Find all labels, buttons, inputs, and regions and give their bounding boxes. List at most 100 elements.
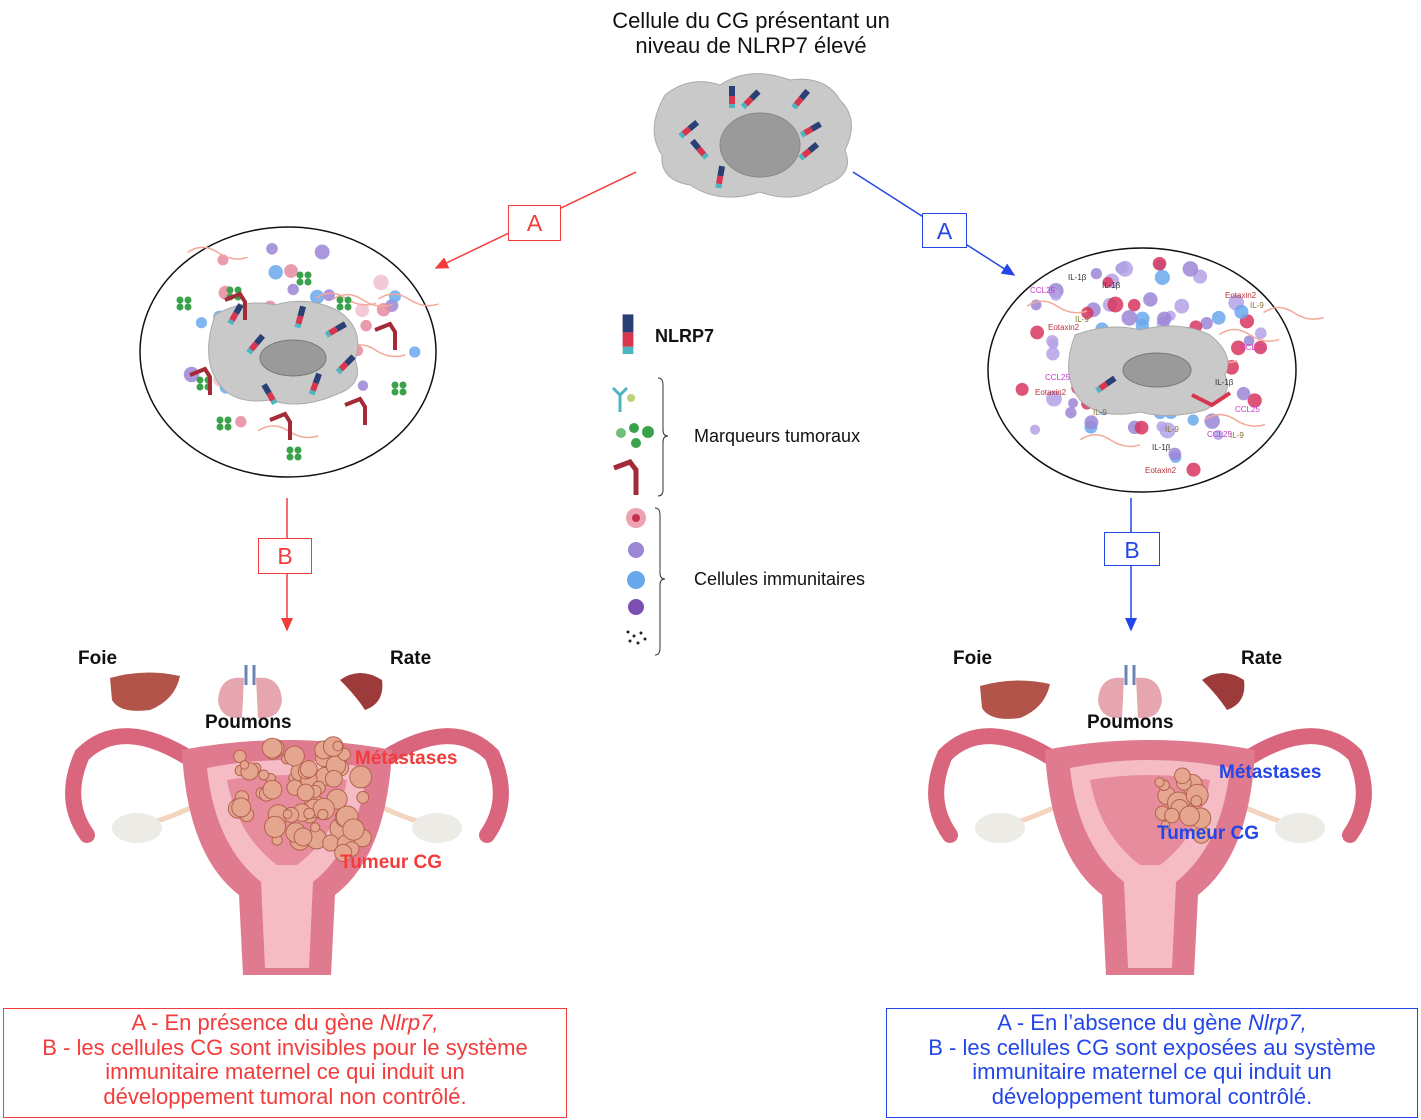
figure-title: Cellule du CG présentant un niveau de NL…	[551, 8, 951, 58]
title-line-2: niveau de NLRP7 élevé	[635, 33, 867, 58]
green-marker	[224, 423, 232, 431]
cytokine-label: CCL25	[1030, 286, 1055, 295]
immune-cell	[1081, 306, 1094, 320]
tumor-cell	[231, 797, 252, 818]
immune-cell	[1168, 447, 1182, 461]
green-marker	[296, 278, 304, 286]
green-marker	[196, 376, 204, 384]
immune-cell	[1187, 414, 1199, 426]
legend-immune-cells-label: Cellules immunitaires	[694, 569, 866, 589]
green-marker	[294, 446, 302, 454]
tumor-cell	[293, 827, 313, 847]
immune-cell	[1236, 386, 1251, 401]
green-marker	[216, 416, 224, 424]
immune-cell	[357, 380, 369, 391]
immune-cell	[1230, 340, 1246, 356]
immune-cell	[1127, 298, 1141, 312]
immune-cell	[1030, 424, 1041, 435]
immune-cell	[1156, 421, 1168, 432]
immune-cell	[360, 319, 372, 332]
immune-cell	[1254, 327, 1267, 340]
immune-cell	[1143, 292, 1158, 307]
legend-nlrp7-label: NLRP7	[655, 326, 715, 346]
immune-cell	[1234, 304, 1249, 319]
green-marker	[176, 303, 184, 311]
title-line-1: Cellule du CG présentant un	[612, 8, 890, 33]
right-caption-line-2: B - les cellules CG sont exposées au sys…	[928, 1034, 1376, 1060]
immune-cell	[1186, 462, 1201, 477]
immune-cell	[1015, 382, 1029, 396]
tumor-cell	[296, 783, 315, 802]
cytokine-label: CCL25	[1235, 405, 1260, 414]
green-marker	[196, 383, 204, 391]
green-marker	[304, 278, 312, 286]
immune-cell	[355, 303, 370, 318]
green-marker	[336, 296, 344, 304]
cytokine-label: IL-1β	[1102, 281, 1121, 290]
immune-cell	[1243, 335, 1255, 347]
immune-cells-brace	[654, 507, 666, 656]
immune-cell	[1121, 310, 1138, 326]
stroma-fiber	[1079, 434, 1141, 448]
tumor-cell	[263, 815, 287, 838]
stroma-fiber	[187, 246, 248, 260]
immune-cell	[1084, 415, 1099, 430]
lungs-illustration	[216, 663, 284, 720]
green-marker	[336, 303, 344, 311]
tumor-cell	[317, 808, 329, 821]
nlrp7-legend-icon	[622, 314, 634, 354]
cytokine-label: CCL25	[1207, 430, 1232, 439]
green-marker	[286, 446, 294, 454]
immune-cell	[1154, 269, 1170, 285]
tumor-cell	[258, 769, 270, 781]
immune-cell	[1135, 311, 1150, 326]
tumor-cell	[282, 809, 293, 819]
left-step-a-box: A	[508, 205, 561, 241]
right-caption-line-3: immunitaire maternel ce qui induit un	[972, 1059, 1332, 1084]
tumor-cell	[342, 818, 365, 841]
right-liver-label: Foie	[953, 648, 993, 669]
tumor-cell	[1154, 777, 1165, 788]
receptor-marker	[269, 411, 292, 440]
cytokine-label: IL-1β	[1068, 273, 1087, 282]
immune-cell	[1152, 256, 1167, 271]
right-lungs-label: Poumons	[1087, 712, 1174, 733]
cytokine-label: CCL25	[1240, 343, 1265, 352]
left-step-b-box: B	[258, 538, 312, 574]
liver-illustration	[980, 680, 1050, 719]
immune-cell	[1247, 393, 1262, 408]
left-caption-line-3: immunitaire maternel ce qui induit un	[105, 1059, 465, 1084]
immune-cell	[284, 264, 298, 278]
green-marker	[399, 381, 407, 389]
left-tumor-label: Tumeur CG	[340, 852, 443, 873]
immune-cell	[1046, 347, 1060, 361]
tumor-cell	[284, 745, 305, 767]
immune-cell	[409, 346, 421, 358]
immune-cell-2-icon	[628, 542, 644, 558]
right-organs	[936, 663, 1364, 975]
left-lungs-label: Poumons	[205, 712, 292, 733]
cytokine-dots-icon	[626, 630, 647, 645]
top-gc-cell	[653, 73, 852, 198]
right-caption: A - En l’absence du gène Nlrp7, B - les …	[886, 1008, 1418, 1118]
legend-tumor-markers-label: Marqueurs tumoraux	[694, 426, 861, 446]
green-marker	[184, 296, 192, 304]
immune-cell	[266, 242, 278, 255]
immune-cell	[1213, 429, 1224, 441]
receptor-marker	[189, 366, 212, 395]
tumor-cell	[1174, 767, 1191, 785]
tumor-cluster	[227, 736, 373, 862]
tumor-cell	[233, 749, 247, 764]
tumor-cell	[261, 737, 283, 759]
green-marker	[344, 296, 352, 304]
spleen-illustration	[340, 673, 383, 710]
cytokine-label: Eotaxin2	[1035, 388, 1067, 397]
left-caption-gene: Nlrp7,	[379, 1010, 439, 1035]
cytokine-label: CCL25	[1045, 373, 1070, 382]
tumor-markers-brace	[657, 377, 669, 497]
tumor-cluster	[1154, 767, 1212, 844]
stroma-fiber	[1218, 328, 1280, 342]
right-step-b-box: B	[1104, 532, 1160, 566]
right-microenvironment: CCL25IL-1βIL-1βIL-9Eotaxin2Eotaxin2IL-9C…	[987, 247, 1324, 493]
